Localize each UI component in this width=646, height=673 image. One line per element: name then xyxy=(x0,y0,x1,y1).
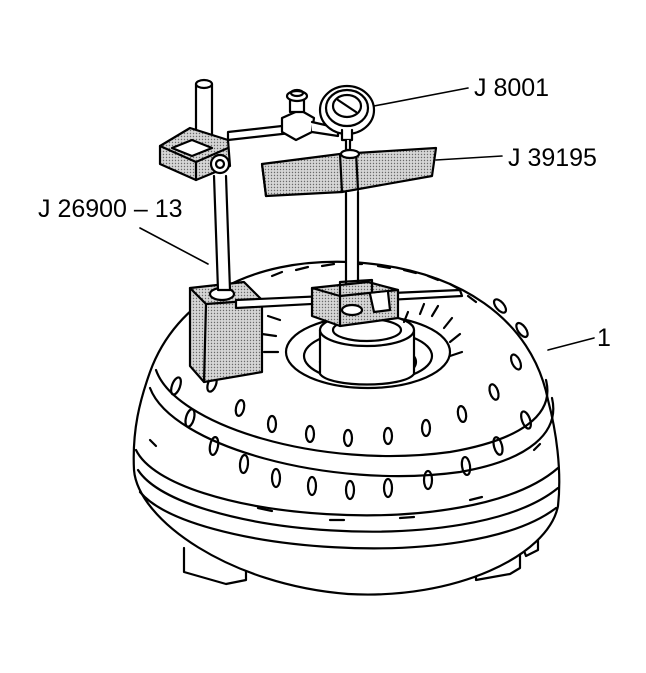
indicator-arm xyxy=(226,88,340,142)
label-j8001: J 8001 xyxy=(474,74,550,102)
cross-bar xyxy=(234,278,464,328)
label-torque-converter: 1 xyxy=(597,324,611,352)
label-j39195: J 39195 xyxy=(508,144,597,172)
magnetic-base xyxy=(188,280,264,384)
callout-leaders xyxy=(139,87,595,351)
label-j26900-13: J 26900 – 13 xyxy=(38,195,183,223)
indicator-post xyxy=(194,78,232,292)
dial-indicator xyxy=(318,84,376,152)
post-clamp xyxy=(158,126,232,182)
torque-converter xyxy=(132,260,561,596)
